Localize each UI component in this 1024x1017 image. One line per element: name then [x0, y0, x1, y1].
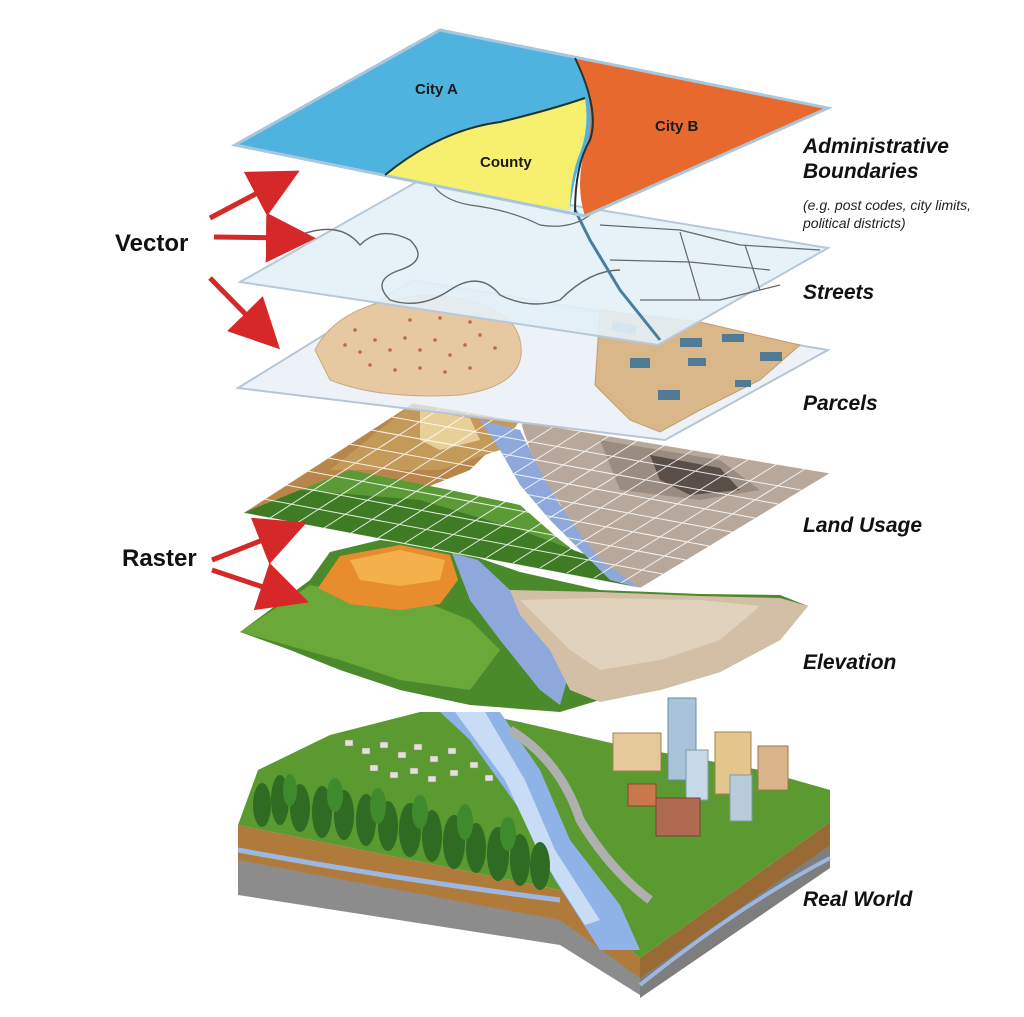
- raster-group-label: Raster: [122, 545, 197, 572]
- streets-label: Streets: [803, 281, 875, 304]
- vector-arrow-streets: [213, 212, 316, 263]
- vector-arrow-administrative: [208, 170, 300, 221]
- streets-layer: [236, 178, 831, 347]
- real-world-block: [237, 697, 831, 998]
- real-world-label: Real World: [803, 888, 913, 911]
- administrative-layer: City A City B County: [230, 28, 833, 218]
- city-b-label: City B: [655, 118, 699, 135]
- vector-arrow-parcels: [208, 276, 281, 350]
- land-usage-label: Land Usage: [803, 514, 923, 537]
- administrative-boundaries-label: Administrative Boundaries: [803, 135, 949, 184]
- vector-arrows: [208, 170, 316, 350]
- parcels-label: Parcels: [803, 392, 878, 415]
- elevation-label: Elevation: [803, 651, 897, 674]
- elevation-layer: [240, 540, 808, 712]
- raster-arrows: [211, 517, 309, 611]
- land-usage-layer: [242, 402, 831, 589]
- raster-arrow-land-usage: [211, 517, 307, 565]
- administrative-note: (e.g. post codes, city limits, political…: [803, 197, 972, 232]
- vector-group-label: Vector: [115, 230, 189, 257]
- raster-arrow-elevation: [211, 562, 309, 611]
- city-a-label: City A: [415, 81, 458, 98]
- parcels-layer: [235, 278, 831, 442]
- county-label: County: [480, 154, 532, 171]
